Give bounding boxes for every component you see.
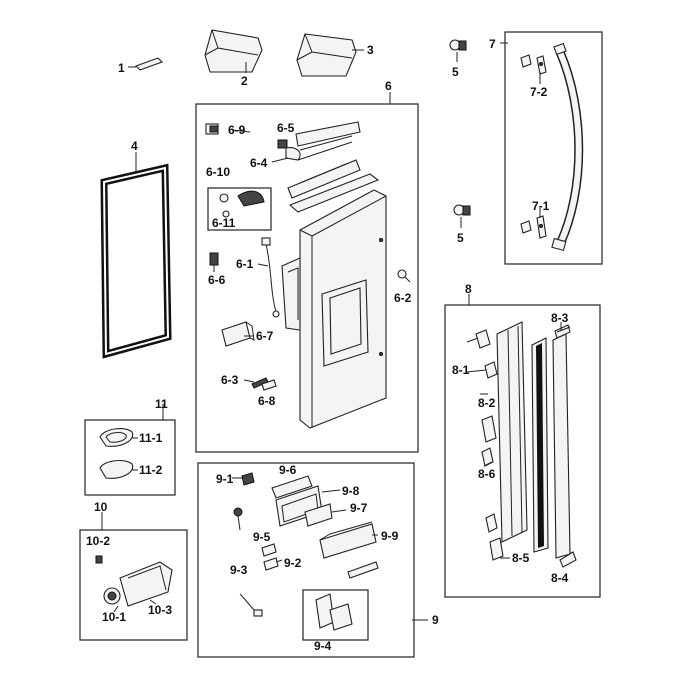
part-6-6-connector bbox=[209, 252, 219, 272]
label-9-7: 9-7 bbox=[350, 501, 368, 515]
label-3: 3 bbox=[367, 43, 374, 57]
part-6-5-hinge bbox=[277, 139, 301, 161]
label-6-11: 6-11 bbox=[212, 216, 236, 230]
part-5-screw-bottom bbox=[453, 204, 471, 228]
part-10-motor bbox=[95, 555, 173, 607]
part-2-door-bin bbox=[204, 29, 263, 73]
label-6-10: 6-10 bbox=[206, 165, 230, 179]
label-9-1: 9-1 bbox=[216, 472, 234, 486]
part-1-strip bbox=[128, 57, 163, 71]
group-box-9 bbox=[197, 462, 415, 658]
label-9-9: 9-9 bbox=[381, 529, 399, 543]
part-6-door-assembly bbox=[281, 121, 387, 429]
part-8-frame bbox=[475, 321, 577, 568]
label-8-4: 8-4 bbox=[551, 571, 569, 585]
group-box-6 bbox=[195, 103, 419, 453]
label-10-2: 10-2 bbox=[86, 534, 110, 548]
label-8: 8 bbox=[465, 282, 472, 296]
label-9: 9 bbox=[432, 613, 439, 627]
label-8-6: 8-6 bbox=[478, 467, 496, 481]
label-10-3: 10-3 bbox=[148, 603, 172, 617]
group-box-11 bbox=[84, 419, 176, 496]
label-2: 2 bbox=[241, 74, 248, 88]
label-11-1: 11-1 bbox=[139, 431, 163, 445]
label-7-2: 7-2 bbox=[530, 85, 548, 99]
group-box-8 bbox=[444, 304, 601, 598]
label-6-5: 6-5 bbox=[277, 121, 295, 135]
label-11-2: 11-2 bbox=[139, 463, 163, 477]
part-9-dispenser-parts bbox=[233, 472, 379, 631]
part-6-3-clip bbox=[251, 377, 277, 391]
part-6-10-hinge-cover bbox=[219, 190, 265, 207]
label-8-3: 8-3 bbox=[551, 311, 569, 325]
label-4: 4 bbox=[131, 139, 138, 153]
group-box-10 bbox=[79, 529, 188, 641]
part-6-9-cap bbox=[205, 123, 219, 135]
label-6-7: 6-7 bbox=[256, 329, 274, 343]
part-3-door-bin bbox=[296, 33, 364, 77]
label-6: 6 bbox=[385, 79, 392, 93]
part-5-screw-top bbox=[449, 39, 467, 62]
part-labels: 1 2 3 4 5 5 6 6-1 6-2 6-3 6-4 6-5 6-6 6-… bbox=[86, 37, 569, 653]
label-9-5: 9-5 bbox=[253, 530, 271, 544]
part-6-7-module bbox=[221, 321, 255, 347]
part-6-11-washer bbox=[222, 210, 230, 218]
label-6-9: 6-9 bbox=[228, 123, 246, 137]
group-box-6-10 bbox=[207, 187, 272, 231]
label-10: 10 bbox=[94, 500, 108, 514]
label-6-2: 6-2 bbox=[394, 291, 412, 305]
label-11: 11 bbox=[155, 397, 168, 411]
label-7: 7 bbox=[489, 37, 496, 51]
label-6-1: 6-1 bbox=[236, 257, 254, 271]
label-8-1: 8-1 bbox=[452, 363, 470, 377]
group-box-9-4 bbox=[302, 589, 369, 641]
label-8-2: 8-2 bbox=[478, 396, 496, 410]
label-10-1: 10-1 bbox=[102, 610, 126, 624]
label-6-6: 6-6 bbox=[208, 273, 226, 287]
part-11-tray bbox=[99, 428, 134, 479]
label-9-3: 9-3 bbox=[230, 563, 248, 577]
label-9-6: 9-6 bbox=[279, 463, 297, 477]
label-6-8: 6-8 bbox=[258, 394, 276, 408]
part-6-1-wire-harness bbox=[261, 237, 280, 318]
label-1: 1 bbox=[118, 61, 125, 75]
label-9-8: 9-8 bbox=[342, 484, 360, 498]
part-6-2-screw bbox=[397, 269, 411, 283]
label-5-top: 5 bbox=[452, 65, 459, 79]
label-8-5: 8-5 bbox=[512, 551, 530, 565]
part-7-door-handle bbox=[500, 42, 584, 252]
label-7-1: 7-1 bbox=[532, 199, 550, 213]
label-5-bottom: 5 bbox=[457, 231, 464, 245]
label-9-4: 9-4 bbox=[314, 639, 332, 653]
leader-lines bbox=[101, 70, 562, 621]
label-6-3: 6-3 bbox=[221, 373, 239, 387]
part-4-door-gasket bbox=[100, 152, 172, 359]
label-9-2: 9-2 bbox=[284, 556, 302, 570]
label-6-4: 6-4 bbox=[250, 156, 268, 170]
group-box-7 bbox=[504, 31, 603, 265]
